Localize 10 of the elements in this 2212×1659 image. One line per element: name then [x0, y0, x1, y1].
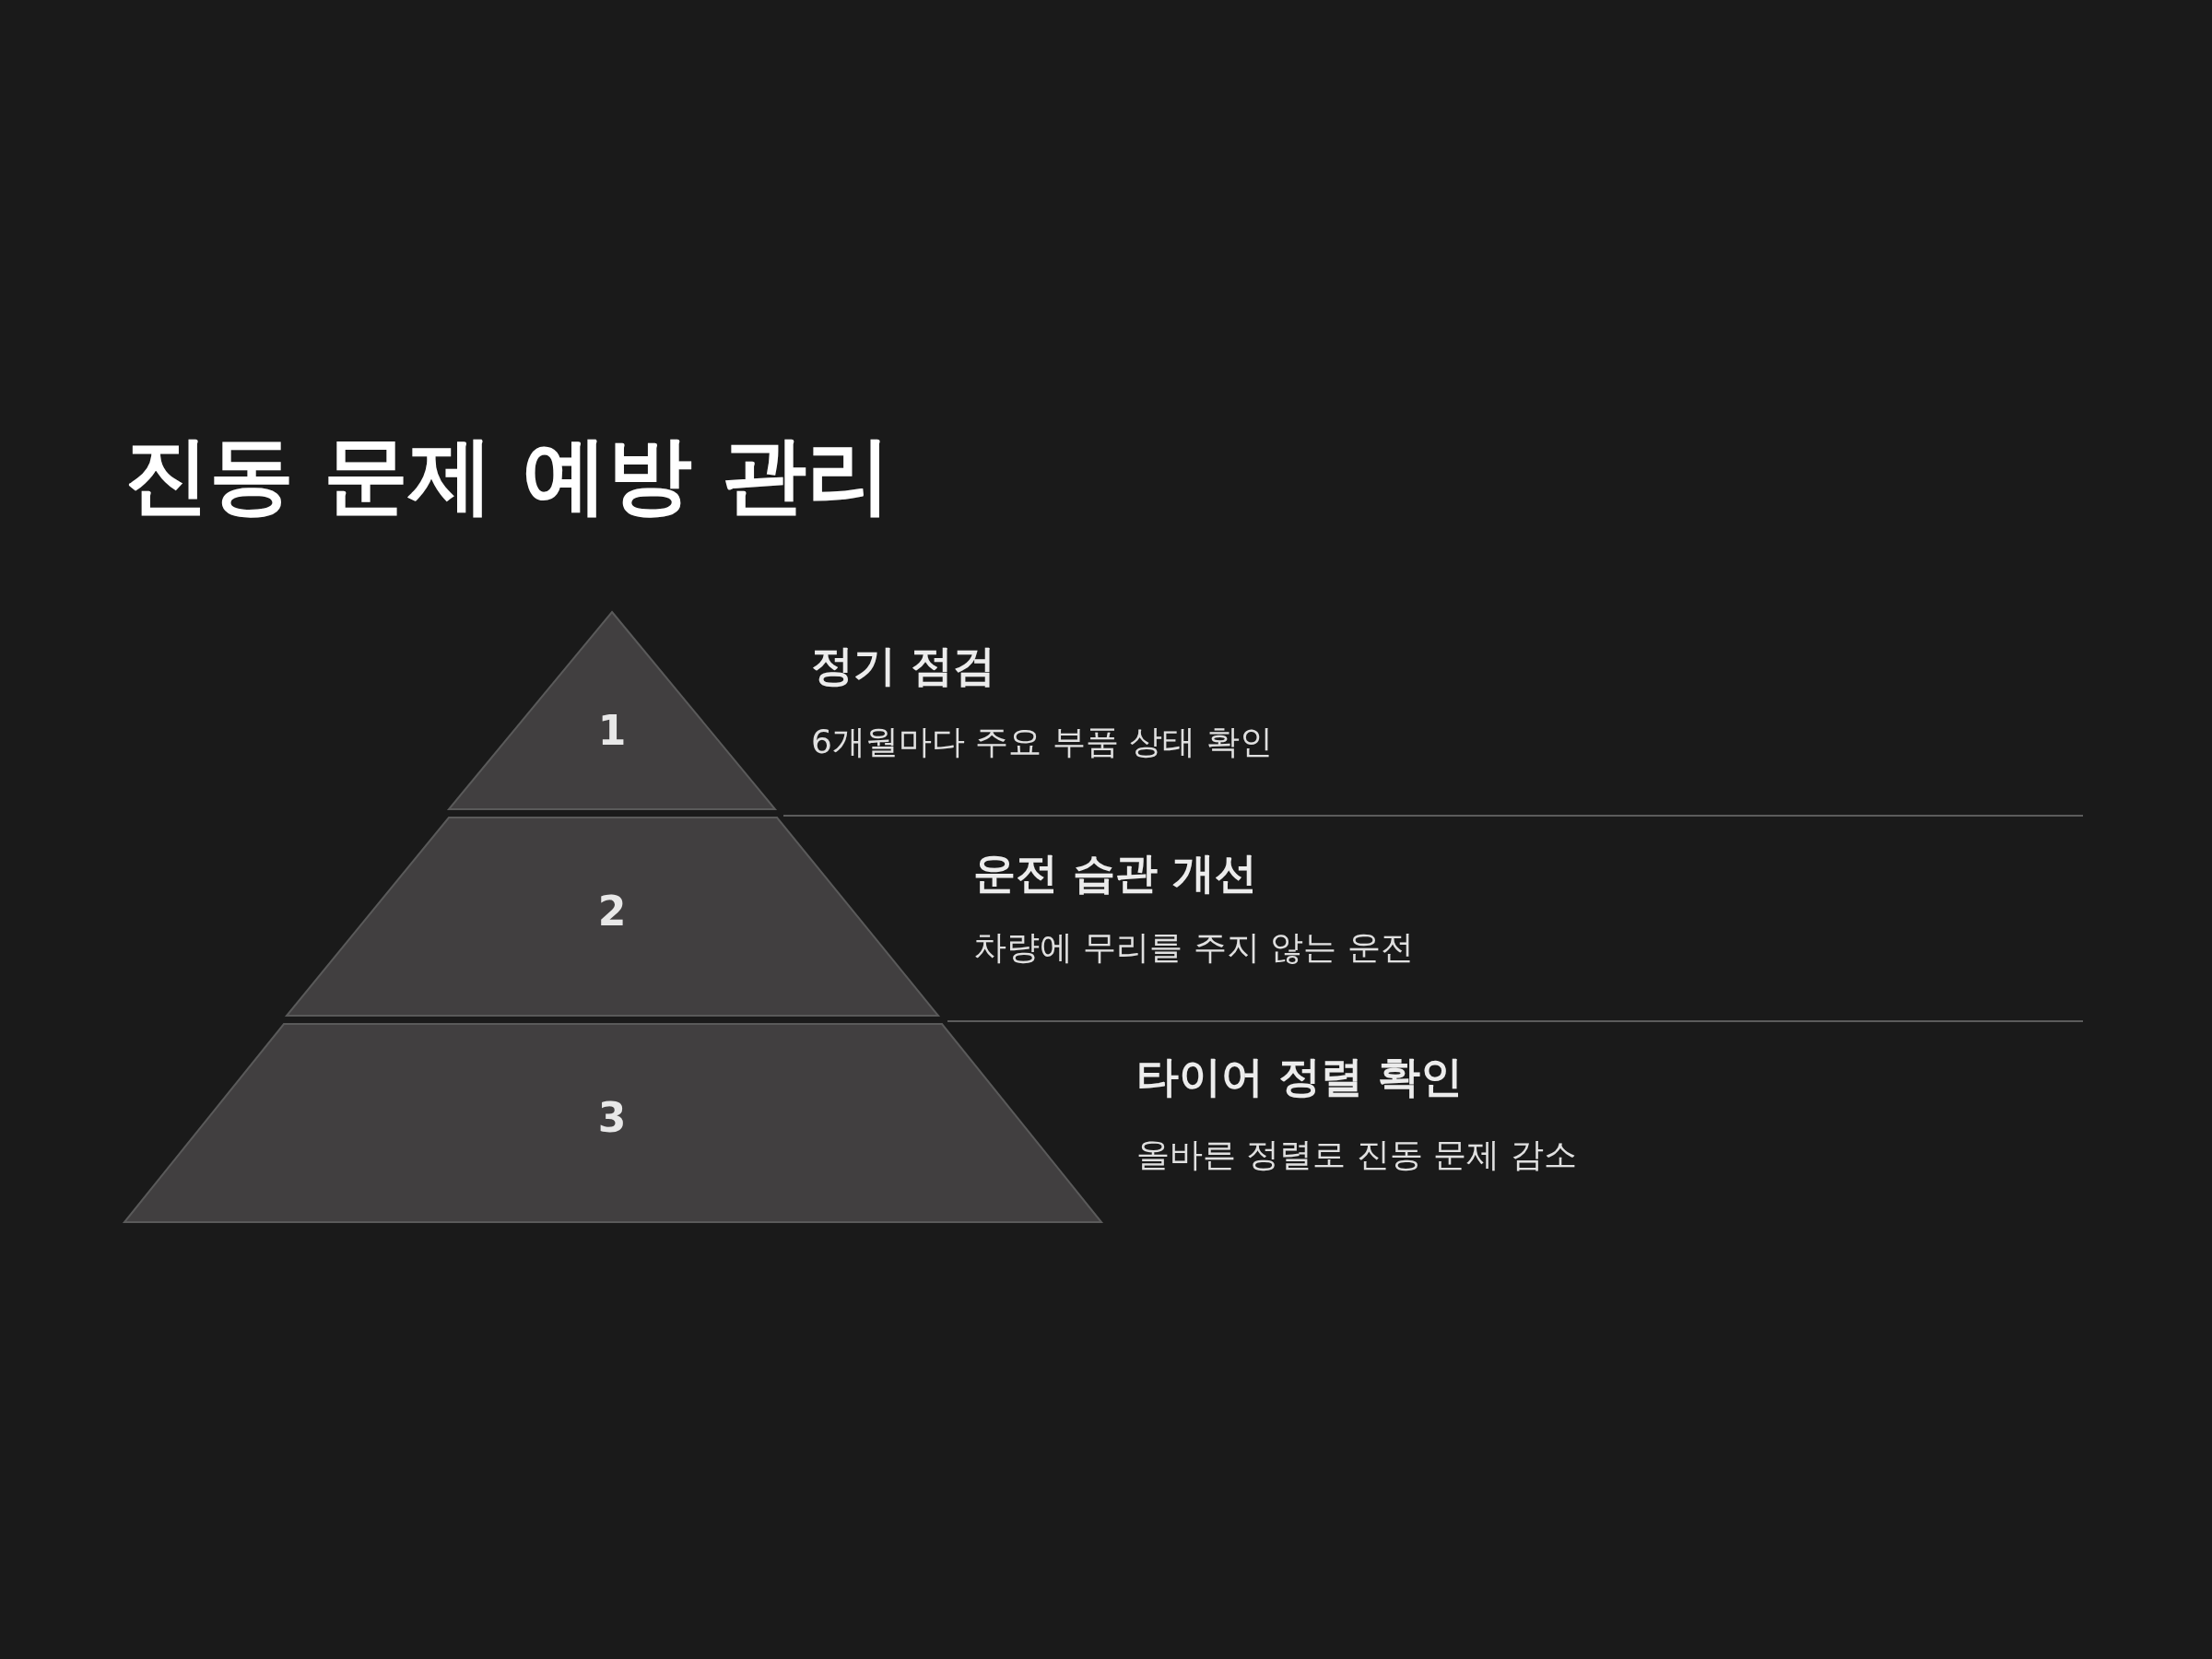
layer-description: 6개월마다 주요 부품 상태 확인: [811, 724, 1273, 760]
layer-description: 올바른 정렬로 진동 문제 감소: [1136, 1136, 1577, 1173]
layer-heading: 정기 점검: [811, 641, 995, 689]
layer-number: 3: [597, 1098, 627, 1138]
layer-number: 2: [597, 891, 627, 932]
layer-heading: 운전 습관 개선: [973, 849, 1258, 897]
layer-description: 차량에 무리를 주지 않는 운전: [973, 929, 1414, 966]
title: 진동 문제 예방 관리: [124, 429, 892, 523]
layer-number: 1: [597, 711, 627, 751]
layer-heading: 타이어 정렬 확인: [1136, 1053, 1464, 1100]
